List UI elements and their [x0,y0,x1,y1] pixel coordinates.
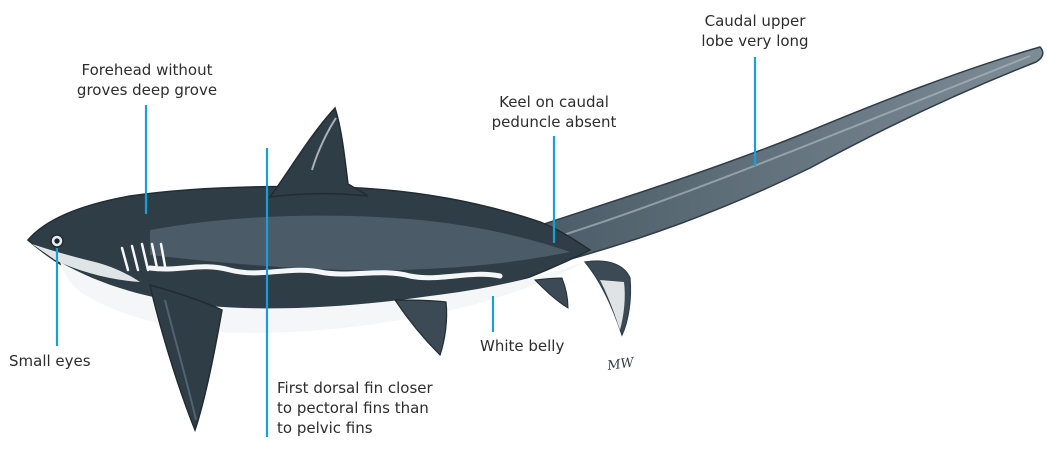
forehead-label: Forehead without groves deep grove [52,60,242,100]
first-dorsal-label-line-3: to pelvic fins [277,418,433,438]
pelvic-fin [395,300,447,355]
white-belly-label-text: White belly [480,336,564,356]
keel-label-line-1: Keel on caudal [474,92,634,112]
small-eyes-label-text: Small eyes [9,351,91,371]
keel-label: Keel on caudal peduncle absent [474,92,634,132]
first-dorsal-label-line-1: First dorsal fin closer [277,378,433,398]
forehead-label-line-2: groves deep grove [52,80,242,100]
keel-label-line-2: peduncle absent [474,112,634,132]
first-dorsal-label-line-2: to pectoral fins than [277,398,433,418]
caudal-upper-lobe-label: Caudal upper lobe very long [675,11,835,51]
white-belly-label: White belly [480,336,564,356]
pectoral-fin [150,285,222,430]
caudal-label-line-1: Caudal upper [675,11,835,31]
caudal-lower-lobe-white [600,280,625,330]
eye [51,235,63,247]
caudal-label-line-2: lobe very long [675,31,835,51]
first-dorsal-label: First dorsal fin closer to pectoral fins… [277,378,433,438]
anal-fin [535,278,568,308]
artist-signature: MW [605,355,636,374]
small-eyes-label: Small eyes [9,351,91,371]
forehead-label-line-1: Forehead without [52,60,242,80]
